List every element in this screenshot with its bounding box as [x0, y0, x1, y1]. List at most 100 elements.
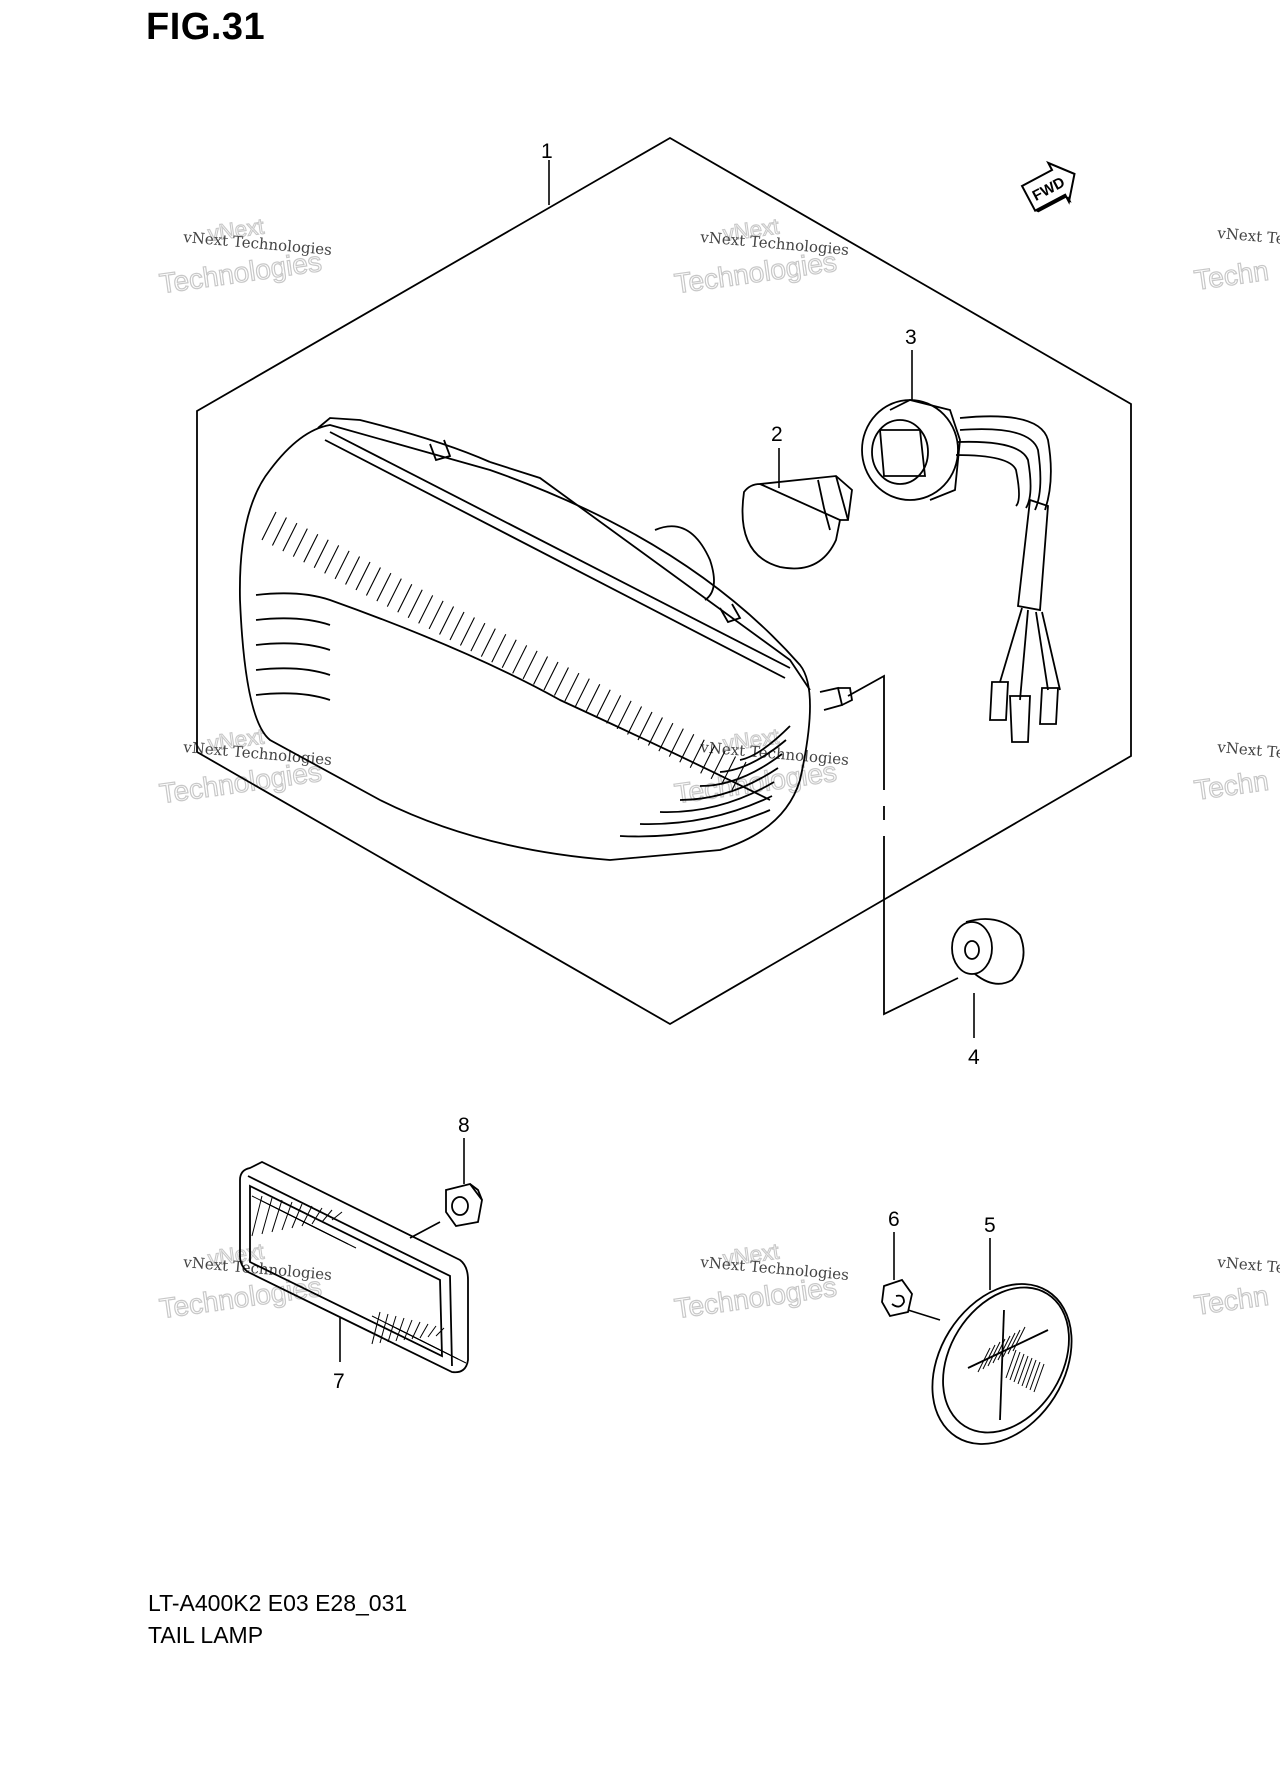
diagram-name: TAIL LAMP	[148, 1622, 264, 1648]
lens-hatch-line	[627, 706, 643, 735]
reflector-hatch-line	[371, 1311, 381, 1345]
lens-hatch-line	[345, 556, 361, 585]
round-hatch-line	[982, 1344, 996, 1370]
lens-hatch-line	[271, 517, 287, 546]
round-hatch-line	[1033, 1363, 1045, 1393]
round-hatch-line	[1029, 1361, 1041, 1391]
reflector-hatch-line	[427, 1325, 437, 1338]
lens-hatching	[261, 511, 747, 791]
callout-1: 1	[541, 140, 553, 163]
lens-hatch-line	[407, 589, 423, 619]
watermark-small-cut: vNext Technol	[1216, 224, 1280, 252]
lens-hatch-line	[480, 628, 496, 657]
reflector-rectangular	[239, 1160, 469, 1374]
model-code: LT-A400K2 E03 E28_031	[148, 1590, 408, 1616]
leader-lines	[339, 160, 991, 1362]
watermark-small-cut: vNext Technol	[1216, 738, 1280, 766]
reflector-hatch-line	[387, 1315, 397, 1343]
watermark: vNext Technologies vNext Technologies vN…	[157, 213, 1280, 1325]
callout-4: 4	[968, 1046, 980, 1069]
reflector-hatch-line	[379, 1313, 389, 1344]
lens-hatch-line	[710, 750, 726, 780]
reflector-hatching	[251, 1195, 467, 1364]
callout-2: 2	[771, 423, 783, 446]
reflector-nut	[445, 1182, 483, 1227]
lens-hatch-line	[564, 672, 580, 702]
lens-hatch-line	[512, 645, 528, 674]
round-hatch-line	[977, 1347, 991, 1373]
round-hatch-line	[1021, 1357, 1033, 1387]
figure-title: FIG.31	[146, 6, 266, 48]
round-hatch-line	[1009, 1351, 1021, 1381]
reflector-hatch-line	[331, 1211, 343, 1221]
grommet	[951, 918, 1025, 985]
lens-hatch-line	[459, 617, 475, 646]
lens-hatch-line	[470, 622, 486, 652]
lens-hatch-line	[397, 583, 413, 613]
reflector-hatch-line	[251, 1195, 263, 1237]
bulb	[741, 475, 853, 570]
reflector-hatch-line	[403, 1319, 413, 1341]
callout-3: 3	[905, 326, 917, 349]
lens-hatch-line	[303, 533, 319, 563]
lens-hatch-line	[616, 700, 632, 730]
lens-hatch-line	[355, 561, 371, 591]
lens-hatch-line	[668, 728, 684, 757]
reflector-hatch-line	[271, 1199, 283, 1233]
lens-hatch-line	[574, 678, 590, 707]
lens-hatch-line	[439, 606, 455, 635]
reflector-hatch-line	[419, 1323, 429, 1339]
lens-hatch-line	[658, 722, 674, 752]
lens-hatch-line	[606, 695, 622, 724]
round-hatch-line	[992, 1338, 1006, 1364]
callout-6: 6	[888, 1208, 900, 1231]
lens-hatch-line	[647, 717, 663, 746]
lens-hatch-line	[282, 522, 298, 552]
lens-hatch-line	[689, 739, 705, 769]
reflector-hatch-line	[281, 1201, 293, 1231]
reflector-hatch-line	[315, 1227, 357, 1249]
watermark-big-cut: Techn	[1192, 765, 1270, 806]
reflector-hatch-line	[311, 1207, 323, 1225]
round-hatch-line	[1013, 1353, 1025, 1383]
callouts: 1 2 3 4 5 6 7 8	[333, 140, 996, 1393]
lens-hatch-line	[365, 567, 381, 596]
lens-hatch-line	[731, 761, 747, 791]
round-hatch-line	[997, 1335, 1011, 1361]
bulb-socket	[861, 399, 1061, 743]
lens-hatch-line	[491, 633, 507, 663]
lens-hatch-line	[637, 711, 653, 741]
leader-6b	[907, 1309, 941, 1321]
round-reflector	[931, 1283, 1073, 1445]
watermark-small-cut: vNext Technol	[1216, 1253, 1280, 1281]
round-hatch-line	[1002, 1332, 1016, 1358]
reflector-hatch-line	[291, 1203, 303, 1229]
callout-5: 5	[984, 1214, 996, 1237]
reflector-hatch-line	[395, 1317, 405, 1342]
lens-hatch-line	[501, 639, 517, 669]
lens-hatch-line	[700, 745, 716, 774]
reflector-hatch-line	[411, 1321, 421, 1340]
round-hatch-line	[1005, 1349, 1017, 1379]
lens-hatch-line	[449, 611, 465, 641]
round-hatch-line	[1025, 1359, 1037, 1389]
round-hatch-line	[987, 1341, 1001, 1367]
lens-hatch-line	[386, 578, 402, 607]
lens-hatch-line	[721, 756, 737, 785]
lens-hatch-line	[313, 539, 329, 569]
callout-8: 8	[458, 1114, 470, 1137]
watermark-big-cut: Techn	[1192, 1280, 1270, 1321]
reflector-hatch-line	[261, 1197, 273, 1235]
reflector-hatch-line	[435, 1347, 467, 1364]
reflector-hatch-line	[321, 1209, 333, 1223]
fwd-arrow: FWD	[1020, 160, 1076, 213]
round-hatch-line	[1007, 1329, 1021, 1355]
lens-hatch-line	[522, 650, 538, 680]
reflector-hatch-line	[435, 1327, 445, 1337]
lens-hatch-line	[585, 683, 601, 713]
lens-hatch-line	[418, 595, 434, 624]
round-reflector-nut	[881, 1278, 913, 1318]
lens-hatch-line	[292, 528, 308, 557]
connection-lines	[847, 674, 959, 1016]
